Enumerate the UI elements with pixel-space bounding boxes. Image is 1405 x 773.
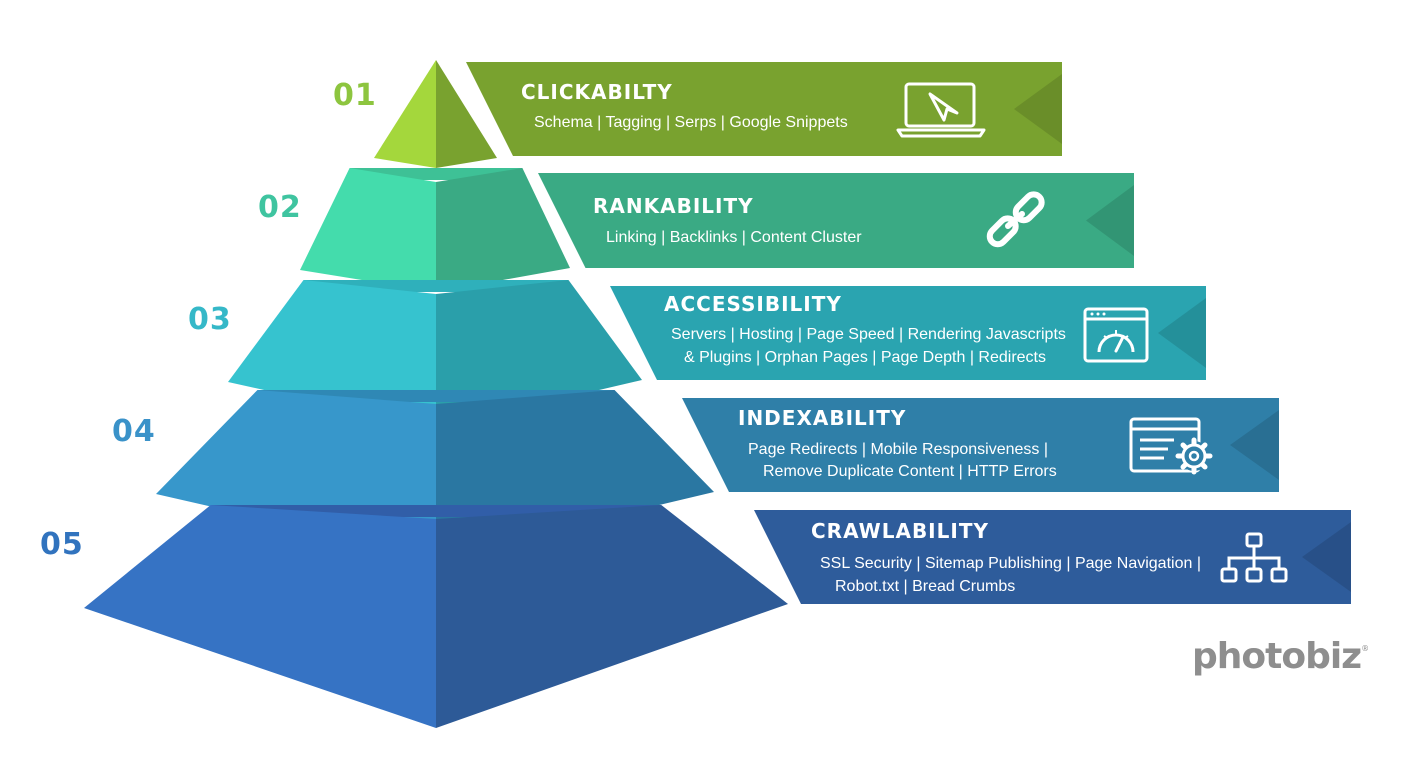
banner-notch-02	[1086, 185, 1134, 256]
level-number-05: 05	[40, 527, 84, 562]
banner-notch-04	[1230, 410, 1279, 480]
banner-notch-05	[1302, 522, 1351, 592]
tier-02-left-face	[300, 168, 436, 292]
level-desc-accessibility-line1: Servers | Hosting | Page Speed | Renderi…	[671, 326, 1066, 343]
tier-02-right-face	[436, 168, 570, 292]
document-gear-icon	[1129, 417, 1213, 475]
banner-05	[754, 510, 1351, 604]
level-desc-rankability: Linking | Backlinks | Content Cluster	[606, 229, 862, 246]
banner-notch-01	[1014, 74, 1062, 144]
level-desc-crawlability-line1: SSL Security | Sitemap Publishing | Page…	[820, 555, 1201, 572]
banner-03	[610, 286, 1206, 380]
level-desc-indexability-line2: Remove Duplicate Content | HTTP Errors	[763, 463, 1057, 480]
level-title-crawlability: CRAWLABILITY	[811, 519, 989, 543]
chain-link-icon	[986, 191, 1045, 248]
level-number-01: 01	[333, 78, 377, 113]
level-title-clickability: CLICKABILTY	[521, 80, 673, 104]
level-title-rankability: RANKABILITY	[593, 194, 754, 218]
level-title-accessibility: ACCESSIBILITY	[664, 292, 842, 316]
level-desc-accessibility-line2: & Plugins | Orphan Pages | Page Depth | …	[684, 349, 1046, 366]
laptop-cursor-icon	[896, 82, 986, 138]
level-number-02: 02	[258, 190, 302, 225]
tier-01-left-face	[374, 60, 436, 168]
level-desc-crawlability-line2: Robot.txt | Bread Crumbs	[835, 578, 1016, 595]
level-number-03: 03	[188, 302, 232, 337]
banner-02	[538, 173, 1134, 268]
speedometer-window-icon	[1083, 307, 1149, 363]
sitemap-icon	[1220, 532, 1288, 583]
tier-01-right-face	[436, 60, 497, 168]
level-title-indexability: INDEXABILITY	[738, 406, 907, 430]
registered-mark: ®	[1361, 644, 1369, 653]
tier-05-right-face	[436, 505, 788, 728]
tier-05-left-face	[84, 505, 436, 728]
level-number-04: 04	[112, 414, 156, 449]
banner-notch-03	[1158, 298, 1206, 368]
level-desc-indexability-line1: Page Redirects | Mobile Responsiveness |	[748, 441, 1049, 458]
level-desc-clickability: Schema | Tagging | Serps | Google Snippe…	[534, 114, 848, 131]
photobiz-logo: photobiz®	[1192, 636, 1369, 677]
brand-name: photobiz	[1192, 636, 1362, 677]
